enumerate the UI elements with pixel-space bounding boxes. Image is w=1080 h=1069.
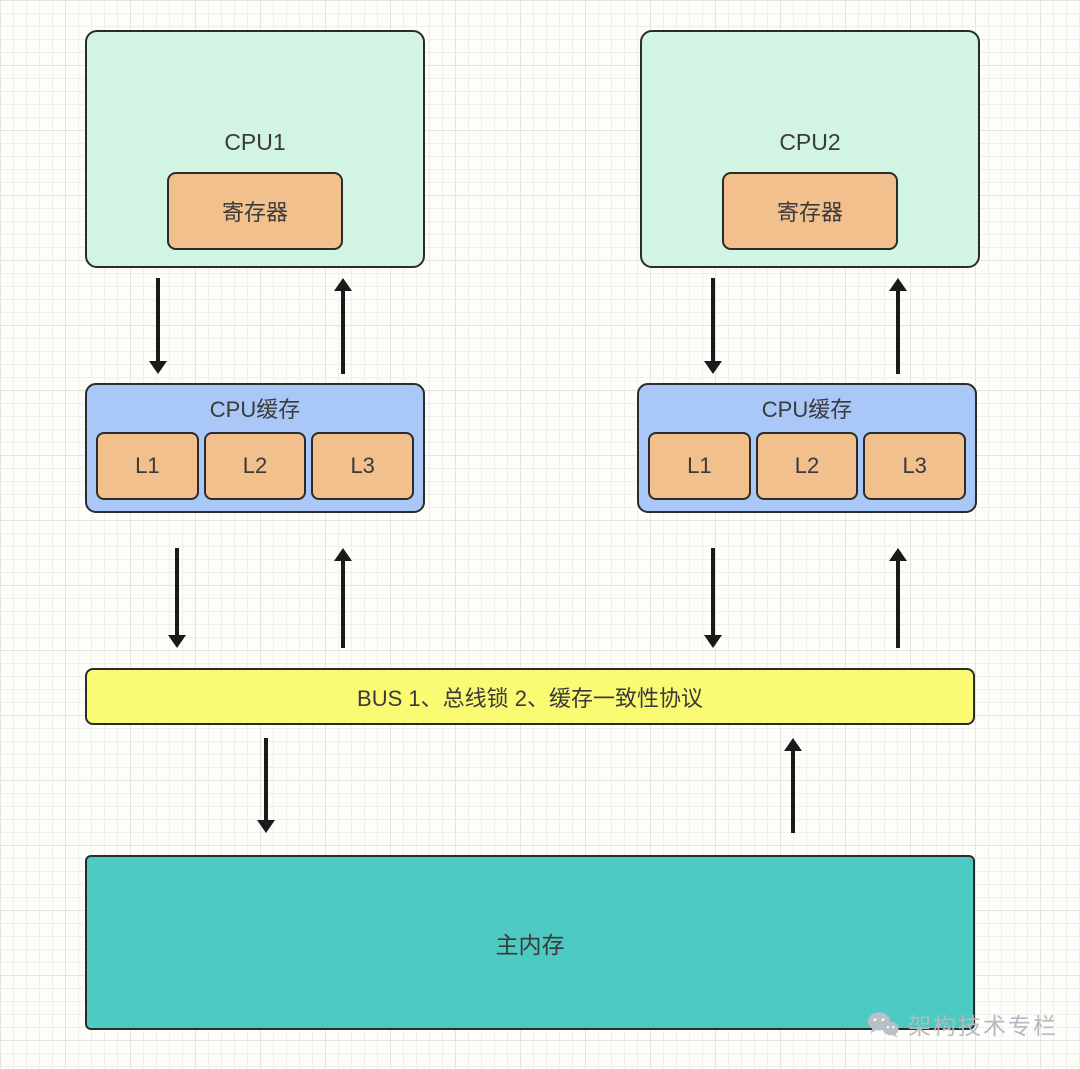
arrow-up-icon: [334, 548, 352, 648]
cpu2-cache-levels: L1 L2 L3: [648, 432, 967, 500]
cpu2-title: CPU2: [779, 129, 841, 155]
cache-level-l2: L2: [755, 432, 859, 500]
wechat-icon: [867, 1011, 899, 1038]
arrow-up-icon: [889, 278, 907, 374]
arrow-down-icon: [704, 278, 722, 374]
cache-level-l3: L3: [311, 432, 415, 500]
watermark-text: 架构技术专栏: [908, 1013, 1058, 1039]
cache-level-l2: L2: [203, 432, 307, 500]
bus-bar: BUS 1、总线锁 2、缓存一致性协议: [85, 668, 975, 725]
cache-level-l3: L3: [863, 432, 967, 500]
cpu1-cache-levels: L1 L2 L3: [96, 432, 415, 500]
watermark: 架构技术专栏: [867, 1007, 1058, 1041]
cpu1-title: CPU1: [224, 129, 286, 155]
cpu2-box: CPU2 寄存器: [640, 30, 980, 268]
cache-level-l1: L1: [648, 432, 751, 500]
cpu1-register-box: 寄存器: [167, 172, 343, 250]
arrow-down-icon: [704, 548, 722, 648]
arrow-up-icon: [889, 548, 907, 648]
cpu1-cache-title: CPU缓存: [209, 397, 301, 422]
main-memory-box: 主内存: [85, 855, 975, 1030]
arrow-down-icon: [257, 738, 275, 833]
cpu2-cache-title: CPU缓存: [761, 397, 853, 422]
cpu2-register-box: 寄存器: [722, 172, 898, 250]
cpu1-cache-box: CPU缓存 L1 L2 L3: [85, 383, 425, 513]
cpu2-cache-box: CPU缓存 L1 L2 L3: [637, 383, 977, 513]
arrow-up-icon: [334, 278, 352, 374]
arrow-down-icon: [168, 548, 186, 648]
arrow-down-icon: [149, 278, 167, 374]
cache-level-l1: L1: [96, 432, 199, 500]
arrow-up-icon: [784, 738, 802, 833]
cpu1-box: CPU1 寄存器: [85, 30, 425, 268]
